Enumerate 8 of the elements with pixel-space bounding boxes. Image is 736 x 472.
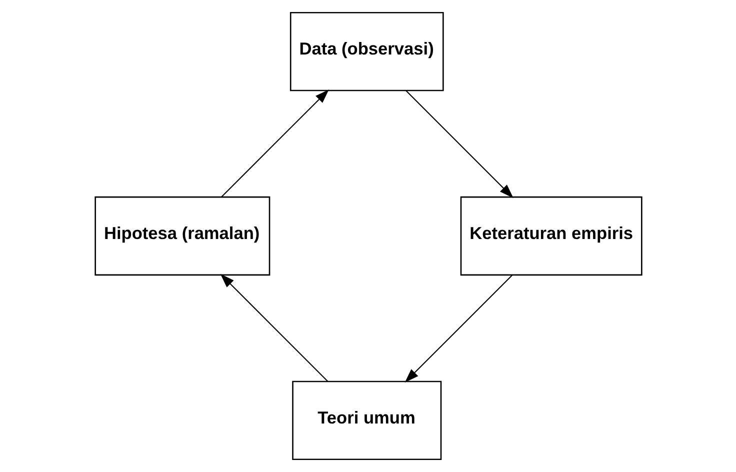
arrow [405,90,513,198]
arrow [404,274,512,383]
node-box: Hipotesa (ramalan) [94,196,270,276]
arrow [220,89,328,198]
node-box: Keteraturan empiris [460,196,642,276]
arrow [220,274,328,382]
node-box: Teori umum [292,380,442,460]
node-box: Data (observasi) [289,12,444,92]
